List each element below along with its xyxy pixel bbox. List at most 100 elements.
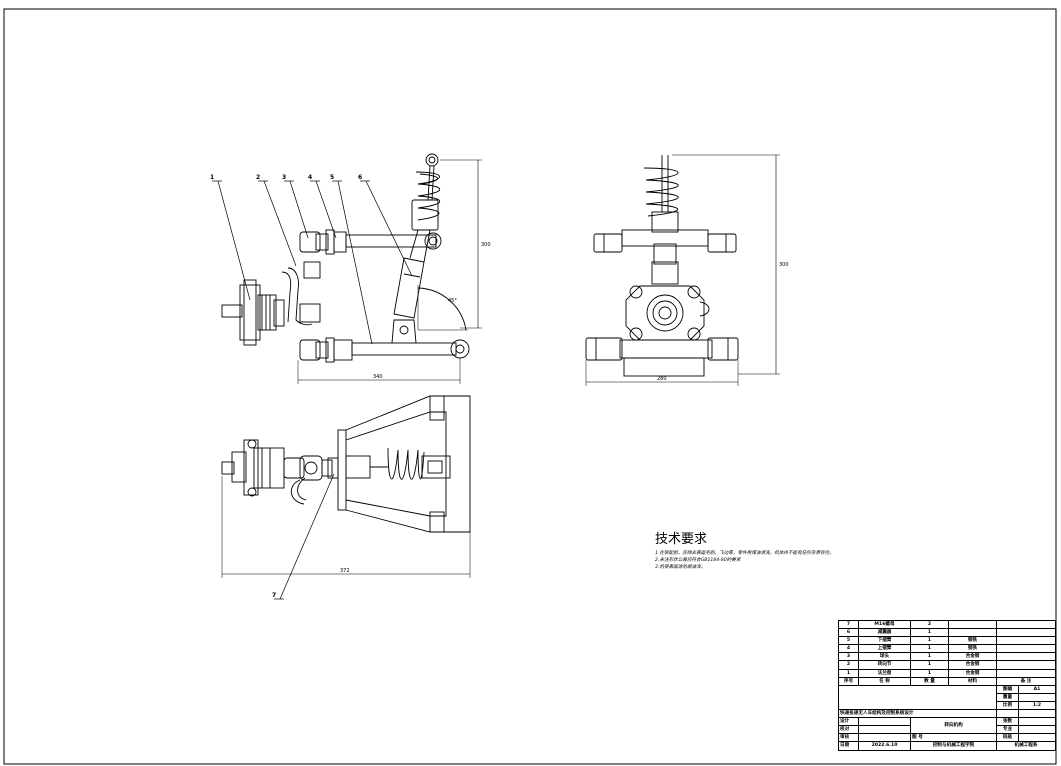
bom-qty: 1: [909, 652, 950, 662]
bom-qty: 1: [909, 644, 950, 654]
tech-requirement-line: 3.机架表面涂防腐油漆。: [655, 565, 706, 570]
front-view: 45° 300 340: [221, 153, 491, 384]
bom-note: [996, 644, 1057, 654]
bom-material: 合金钢: [948, 668, 998, 678]
bom-material: 钢铁: [948, 636, 998, 646]
blank-cell: [1018, 709, 1057, 719]
bom-qty: 1: [909, 628, 950, 638]
bom-row: 6 减震器 1: [838, 628, 1057, 638]
date-label: 日期: [838, 741, 859, 751]
part-name: 转向机构: [909, 717, 998, 735]
bom-qty: 1: [909, 668, 950, 678]
bom-row: 3 球头 1 合金钢: [838, 652, 1057, 662]
bom-name: 上摆臂: [858, 644, 911, 654]
bom-qty: 2: [909, 619, 950, 630]
bom-row: 7 M16螺母 2: [838, 619, 1057, 630]
dept-name: 机械工程系: [996, 741, 1057, 751]
front-width-dimension: 340: [373, 374, 383, 380]
review-label: 审核: [838, 733, 859, 743]
class-value: [1018, 733, 1057, 743]
major-label: 专业: [996, 725, 1020, 735]
bom-no: 1: [838, 668, 859, 678]
balloon-3: 3: [282, 174, 286, 181]
bom-name: M16螺母: [858, 619, 911, 630]
header-name: 名 称: [858, 676, 911, 686]
bom-header: 序号 名 称 数 量 材料 备 注: [838, 676, 1057, 686]
tech-requirement-line: 2.未注形状公差应符合GB1184-80的要求: [655, 558, 741, 563]
side-width-dimension: 280: [657, 376, 667, 382]
balloon-6: 6: [358, 174, 362, 181]
bom-material: [948, 628, 998, 638]
class-label: 班级: [996, 733, 1020, 743]
scale-label: 比例: [996, 700, 1020, 711]
bom-note: [996, 660, 1057, 670]
major-value: [1018, 725, 1057, 735]
project-title: 快递投递无人车结构及控制系统设计: [837, 709, 998, 719]
header-no: 序号: [838, 676, 859, 686]
bom-name: 转向节: [858, 660, 911, 670]
design-label: 设计: [838, 717, 859, 727]
bom-no: 4: [838, 644, 859, 654]
design-value: [858, 717, 911, 727]
blank-cell: [996, 709, 1020, 719]
side-height-dimension: 300: [779, 262, 789, 268]
count-label: 张数: [996, 717, 1020, 727]
title-block: 7 M16螺母 2 6 减震器 1 5 下摆臂 1 钢铁 4 上摆臂 1 钢铁: [837, 619, 1057, 764]
bom-name: 减震器: [858, 628, 911, 638]
count-value: [1018, 717, 1057, 727]
bom-material: 合金钢: [948, 660, 998, 670]
review-value: [858, 733, 911, 743]
proofread-label: 校对: [838, 725, 859, 735]
bom-no: 7: [838, 619, 859, 630]
header-material: 材料: [948, 676, 998, 686]
proofread-value: [858, 725, 911, 735]
balloon-5: 5: [330, 174, 334, 181]
bom-row: 5 下摆臂 1 钢铁: [838, 636, 1057, 646]
bom-material: 钢铁: [948, 644, 998, 654]
top-view: 372: [221, 395, 471, 578]
bom-qty: 1: [909, 660, 950, 670]
part-balloons: [212, 180, 413, 600]
header-note: 备 注: [996, 676, 1057, 686]
bom-note: [996, 652, 1057, 662]
angle-dimension: 45°: [448, 298, 457, 304]
bom-row: 4 上摆臂 1 钢铁: [838, 644, 1057, 654]
sheet-label: 图幅: [996, 684, 1020, 694]
tech-requirements-title: 技术要求: [655, 532, 708, 547]
scale-value: 1:2: [1018, 700, 1057, 711]
balloon-4: 4: [308, 174, 312, 181]
bom-note: [996, 668, 1057, 678]
school-name: 控制与机械工程学院: [909, 741, 998, 751]
bom-note: [996, 628, 1057, 638]
bom-row: 1 法兰盘 1 合金钢: [838, 668, 1057, 678]
balloon-7: 7: [272, 592, 276, 599]
drawing-no-label: 图 号: [909, 733, 998, 743]
side-view: 300 280: [585, 154, 789, 386]
sheet-border: [3, 8, 1057, 765]
date-value: 2022.6.10: [858, 741, 911, 751]
weight-label: 重量: [996, 692, 1020, 702]
top-width-dimension: 372: [340, 568, 350, 574]
front-height-dimension: 300: [481, 242, 491, 248]
header-qty: 数 量: [909, 676, 950, 686]
weight-value: [1018, 692, 1057, 702]
bom-no: 5: [838, 636, 859, 646]
bom-material: 合金钢: [948, 652, 998, 662]
bom-name: 球头: [858, 652, 911, 662]
balloon-1: 1: [210, 174, 214, 181]
sheet-value: A1: [1018, 684, 1057, 694]
bom-row: 2 转向节 1 合金钢: [838, 660, 1057, 670]
bom-name: 下摆臂: [858, 636, 911, 646]
tech-requirement-line: 1.在装配前，应除去表面毛刺、飞边等，零件用煤油清洗，机体内不能有任何杂质存在。: [655, 551, 834, 556]
balloon-2: 2: [256, 174, 260, 181]
bom-qty: 1: [909, 636, 950, 646]
bom-name: 法兰盘: [858, 668, 911, 678]
technical-requirements: 技术要求 1.在装配前，应除去表面毛刺、飞边等，零件用煤油清洗，机体内不能有任何…: [655, 532, 915, 571]
bom-no: 2: [838, 660, 859, 670]
bom-note: [996, 619, 1057, 630]
blank-area: [837, 684, 998, 711]
bom-no: 6: [838, 628, 859, 638]
bom-note: [996, 636, 1057, 646]
bom-material: [948, 619, 998, 630]
